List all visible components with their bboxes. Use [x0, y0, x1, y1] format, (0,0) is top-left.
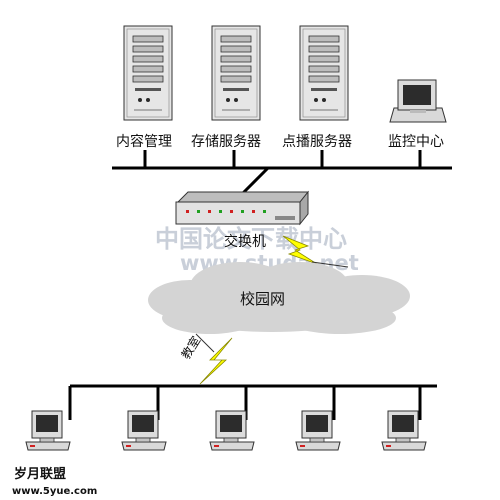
server-label-content: 内容管理 [116, 133, 172, 150]
switch-uplink [240, 166, 270, 196]
watermark-title: 中国论文下载中心 [155, 225, 347, 253]
server-label-storage: 存储服务器 [191, 134, 261, 150]
wireless-link-line [311, 261, 349, 268]
content-management-server-icon [123, 25, 173, 121]
cloud-label: 校园网 [240, 290, 285, 308]
switch-label: 交换机 [224, 233, 266, 250]
switch-icon [175, 190, 310, 226]
classroom-link-line [195, 333, 215, 353]
monitor-center-icon [389, 79, 447, 123]
vod-server-icon [299, 25, 349, 121]
footer-url: www.5yue.com [12, 486, 97, 497]
client-pc-icon [25, 410, 71, 451]
storage-server-icon [211, 25, 261, 121]
monitor-label: 监控中心 [388, 134, 444, 150]
classroom-lightning-icon [199, 337, 233, 385]
server-label-vod: 点播服务器 [282, 134, 352, 150]
footer-brand: 岁月联盟 [14, 466, 66, 482]
campus-network-cloud [148, 262, 410, 334]
